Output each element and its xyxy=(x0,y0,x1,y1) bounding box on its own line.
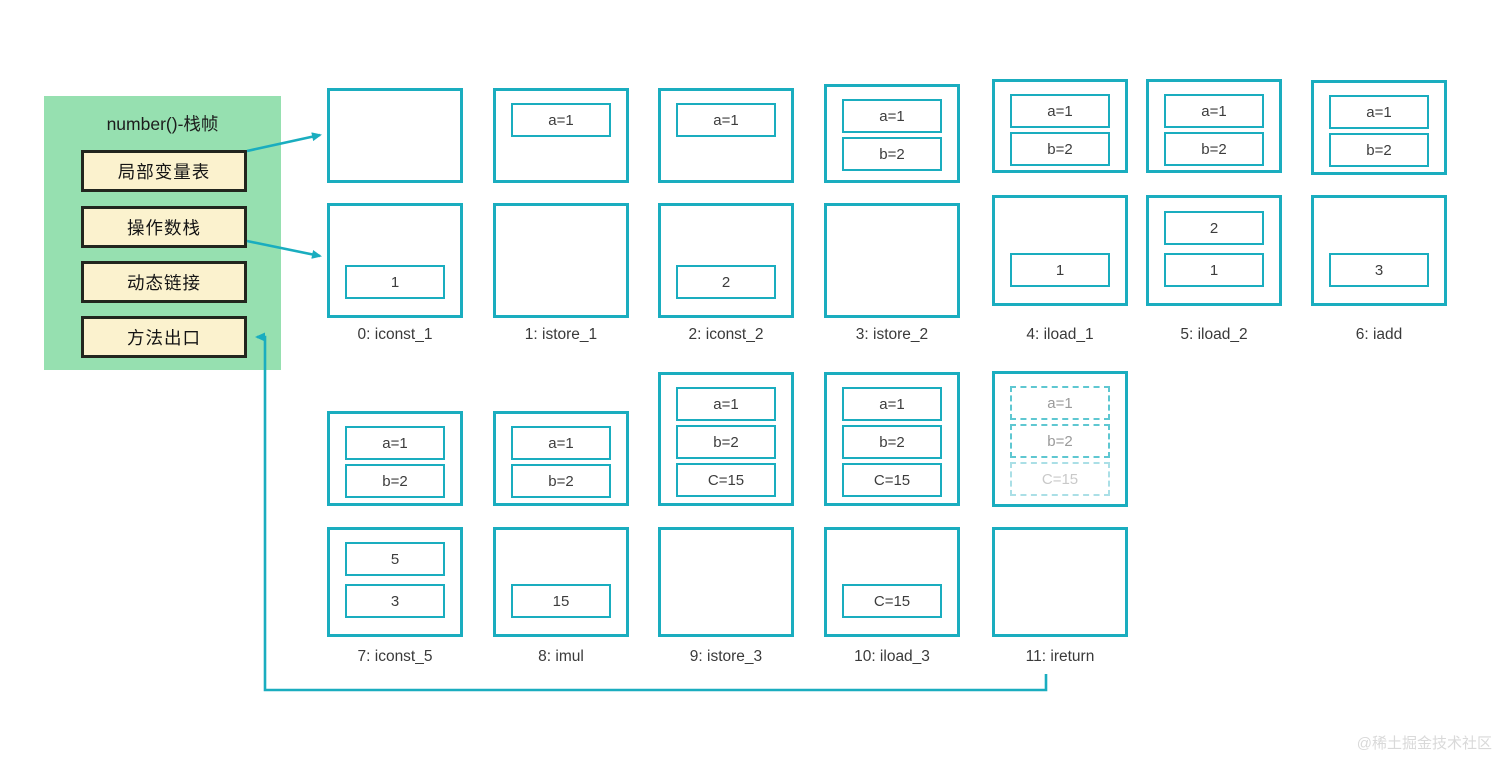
slot-cell: a=1 xyxy=(676,103,776,137)
slot-cell: a=1 xyxy=(842,99,942,133)
panel-item-local-variable-table: 局部变量表 xyxy=(81,150,247,192)
step-8-operand-stack-box: 15 xyxy=(493,527,629,637)
step-11-operand-stack-box xyxy=(992,527,1128,637)
step-1-local-vars-box: a=1 xyxy=(493,88,629,183)
stack-frame-title: number()-栈帧 xyxy=(106,114,219,134)
step-label: 7: iconst_5 xyxy=(357,648,433,665)
slot-cell: a=1 xyxy=(1329,95,1429,129)
slot-cell: b=2 xyxy=(1010,424,1110,458)
panel-item-method-exit: 方法出口 xyxy=(81,316,247,358)
slot-cell: 1 xyxy=(1164,253,1264,287)
watermark: @稀土掘金技术社区 xyxy=(1356,735,1492,752)
panel-item-operand-stack: 操作数栈 xyxy=(81,206,247,248)
step-label: 4: iload_1 xyxy=(1026,326,1094,343)
step-label: 11: ireturn xyxy=(1025,648,1095,665)
step-label: 3: istore_2 xyxy=(855,326,929,343)
slot-cell: 1 xyxy=(345,265,445,299)
step-label: 10: iload_3 xyxy=(854,648,930,665)
slot-cell: 5 xyxy=(345,542,445,576)
slot-cell: 2 xyxy=(1164,211,1264,245)
step-10-operand-stack-box: C=15 xyxy=(824,527,960,637)
step-label: 5: iload_2 xyxy=(1180,326,1248,343)
slot-cell: b=2 xyxy=(1010,132,1110,166)
step-1-operand-stack-box xyxy=(493,203,629,318)
step-0-operand-stack-box: 1 xyxy=(327,203,463,318)
slot-cell: 3 xyxy=(345,584,445,618)
step-2-local-vars-box: a=1 xyxy=(658,88,794,183)
step-label: 6: iadd xyxy=(1355,326,1403,343)
slot-cell: b=2 xyxy=(842,425,942,459)
step-label: 0: iconst_1 xyxy=(357,326,433,343)
panel-item-dynamic-linking: 动态链接 xyxy=(81,261,247,303)
step-2-operand-stack-box: 2 xyxy=(658,203,794,318)
step-label: 8: imul xyxy=(538,648,584,665)
step-label: 2: iconst_2 xyxy=(688,326,764,343)
step-label: 1: istore_1 xyxy=(524,326,598,343)
slot-cell: C=15 xyxy=(676,463,776,497)
slot-cell: b=2 xyxy=(676,425,776,459)
slot-cell: a=1 xyxy=(511,426,611,460)
slot-cell: 3 xyxy=(1329,253,1429,287)
slot-cell: b=2 xyxy=(345,464,445,498)
slot-cell: a=1 xyxy=(676,387,776,421)
step-0-local-vars-box xyxy=(327,88,463,183)
slot-cell: a=1 xyxy=(1010,386,1110,420)
slot-cell: 1 xyxy=(1010,253,1110,287)
slot-cell: b=2 xyxy=(1164,132,1264,166)
step-6-operand-stack-box: 3 xyxy=(1311,195,1447,306)
slot-cell: a=1 xyxy=(345,426,445,460)
slot-cell: b=2 xyxy=(842,137,942,171)
slot-cell: b=2 xyxy=(511,464,611,498)
slot-cell: a=1 xyxy=(1010,94,1110,128)
step-3-operand-stack-box xyxy=(824,203,960,318)
slot-cell: C=15 xyxy=(842,584,942,618)
slot-cell: a=1 xyxy=(842,387,942,421)
step-9-operand-stack-box xyxy=(658,527,794,637)
step-label: 9: istore_3 xyxy=(689,648,763,665)
slot-cell: a=1 xyxy=(511,103,611,137)
slot-cell: a=1 xyxy=(1164,94,1264,128)
slot-cell: b=2 xyxy=(1329,133,1429,167)
slot-cell: C=15 xyxy=(1010,462,1110,496)
slot-cell: 15 xyxy=(511,584,611,618)
slot-cell: 2 xyxy=(676,265,776,299)
slot-cell: C=15 xyxy=(842,463,942,497)
step-4-operand-stack-box: 1 xyxy=(992,195,1128,306)
stack-frame-panel: number()-栈帧 局部变量表 操作数栈 动态链接 方法出口 xyxy=(44,96,281,370)
